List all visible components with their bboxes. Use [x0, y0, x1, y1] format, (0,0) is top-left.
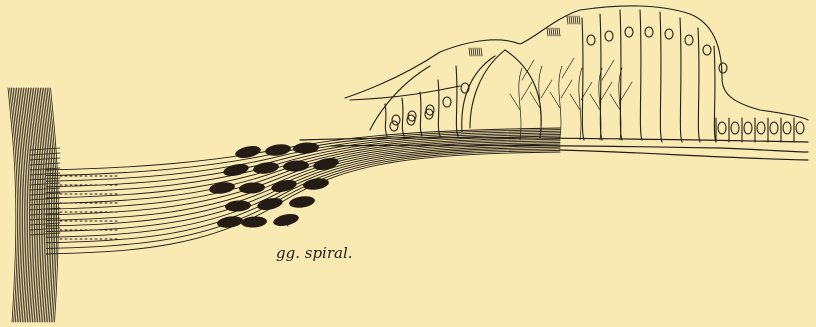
- cilium: [477, 48, 478, 56]
- nerve-ending-branch: [621, 82, 632, 100]
- modiolus-bone-wall: [8, 88, 60, 322]
- modiolus-crossline: [30, 183, 60, 185]
- ganglion-cell: [234, 144, 262, 160]
- supporting-cell-wall: [456, 66, 458, 136]
- ganglion-cell: [272, 212, 300, 228]
- hair-cell-cilia: [469, 16, 580, 56]
- nerve-fiber: [46, 144, 560, 226]
- supporting-cell-wall: [402, 98, 404, 136]
- nerve-ending-branch: [541, 80, 552, 98]
- supporting-cell-wall: [420, 92, 422, 136]
- cilium: [553, 28, 554, 36]
- cilium: [551, 28, 552, 36]
- cilium: [549, 28, 550, 36]
- nerve-ending: [579, 68, 582, 140]
- cilium: [557, 28, 558, 36]
- nerve-fiber: [46, 147, 560, 237]
- cilium: [573, 16, 574, 24]
- cell-nucleus: [392, 115, 400, 125]
- cell-nucleus: [645, 27, 653, 37]
- cilium: [479, 48, 480, 56]
- cell-nucleus: [587, 35, 595, 45]
- cell-nucleus: [408, 111, 416, 121]
- cilium: [473, 48, 474, 56]
- ganglion-cell: [222, 162, 250, 178]
- cell-nucleus: [443, 97, 451, 107]
- nerve-ending-branch: [601, 82, 612, 100]
- cilium: [571, 16, 572, 24]
- supporting-cell-wall: [698, 28, 700, 142]
- cilium: [471, 48, 472, 56]
- nerve-ending-branch: [562, 58, 574, 78]
- nerve-ending-branch: [570, 94, 580, 110]
- cilium: [481, 48, 482, 56]
- supporting-cell-wall: [640, 10, 642, 140]
- cell-nucleus: [719, 63, 727, 73]
- nerve-ending-branch: [610, 94, 620, 110]
- cell-nucleus: [718, 122, 726, 134]
- cilium: [555, 28, 556, 36]
- nerve-fiber: [46, 146, 560, 232]
- supporting-cell-wall: [660, 12, 662, 142]
- cell-nucleus: [665, 29, 673, 39]
- nerve-ending-branch: [530, 92, 540, 108]
- cell-nucleus: [390, 121, 398, 131]
- ganglion-cell: [239, 182, 266, 195]
- spiral-ganglion-label: gg. spiral.: [276, 244, 353, 262]
- organ-of-corti: [345, 6, 808, 142]
- spiral-ganglion-cells: [208, 142, 339, 230]
- cilium: [547, 28, 548, 36]
- cilium: [475, 48, 476, 56]
- supporting-cell-wall: [680, 18, 682, 142]
- cilium: [575, 16, 576, 24]
- ganglion-cell: [252, 161, 279, 176]
- nerve-fiber: [46, 131, 560, 181]
- nerve-ending-branch: [590, 94, 600, 110]
- nerve-ending: [559, 66, 562, 138]
- cell-nucleus: [703, 45, 711, 55]
- nerve-ending-branch: [550, 92, 560, 108]
- nerve-ending-branch: [521, 82, 532, 100]
- cell-nucleus: [625, 27, 633, 37]
- cilium: [567, 16, 568, 24]
- cell-nucleus: [605, 31, 613, 41]
- ganglion-cell: [225, 200, 252, 213]
- supporting-cell-wall: [582, 18, 584, 140]
- cell-nucleus: [783, 122, 791, 134]
- cilium: [569, 16, 570, 24]
- ganglion-cell: [288, 195, 315, 210]
- supporting-cell-wall: [385, 104, 387, 136]
- cell-nucleus: [796, 122, 804, 134]
- cilium: [579, 16, 580, 24]
- cell-nucleus: [426, 105, 434, 115]
- cell-nucleus: [757, 122, 765, 134]
- nerve-ending-branch: [522, 60, 534, 80]
- cilium: [559, 28, 560, 36]
- cilium: [469, 48, 470, 56]
- cell-nucleus: [744, 122, 752, 134]
- nerve-ending-branch: [602, 60, 614, 80]
- ganglion-cell: [208, 181, 235, 196]
- cilium: [577, 16, 578, 24]
- cell-nucleus: [731, 122, 739, 134]
- nerve-ending-branch: [561, 80, 572, 98]
- modiolus-crossline: [30, 178, 60, 180]
- nerve-ending-branch: [510, 94, 520, 110]
- supporting-cell-wall: [438, 80, 440, 136]
- cell-nucleus: [770, 122, 778, 134]
- cell-nucleus: [685, 35, 693, 45]
- nerve-endings: [510, 58, 632, 140]
